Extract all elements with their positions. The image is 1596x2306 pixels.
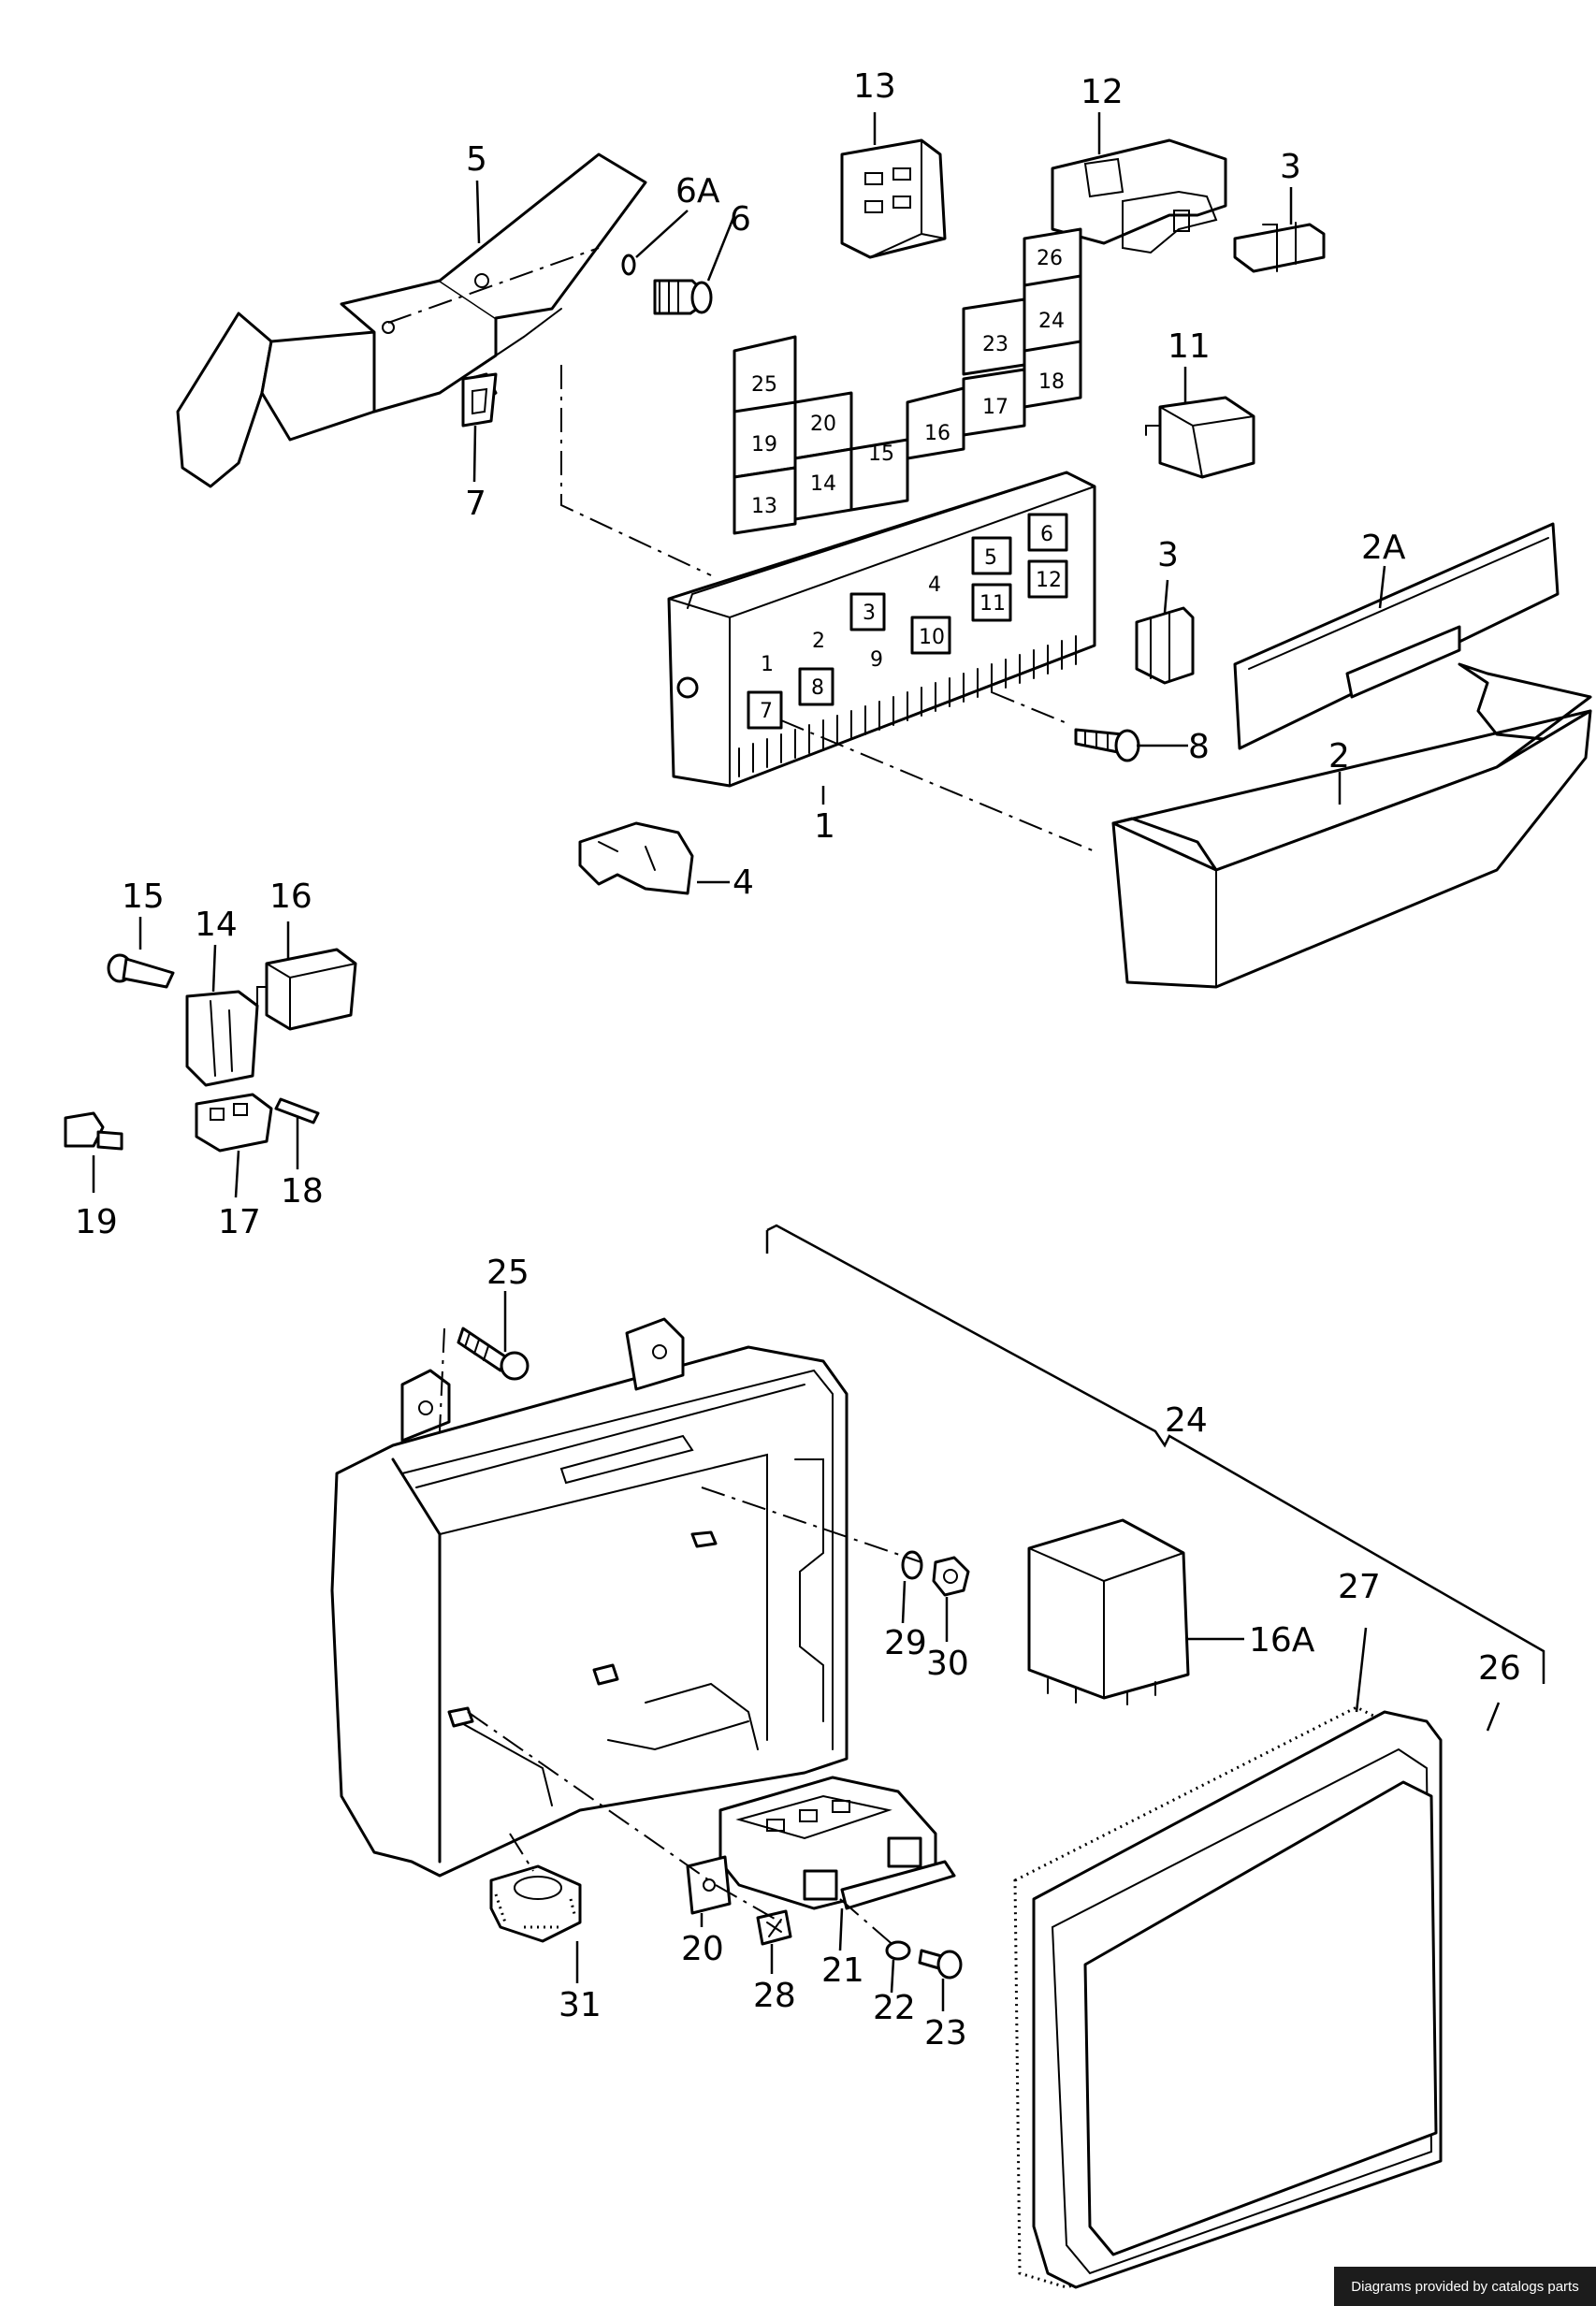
- relay-slot-6: 6: [1040, 523, 1053, 546]
- bracket-20: [686, 1855, 732, 1915]
- bracket-5: [176, 152, 647, 488]
- callout-6A: 6A: [675, 172, 720, 210]
- relay-socket-21: [718, 1776, 956, 1910]
- cover-2: [1111, 662, 1592, 989]
- washer-29: [901, 1550, 923, 1580]
- grid-19: 19: [751, 433, 777, 457]
- callout-30: 30: [926, 1645, 969, 1683]
- relay-slot-5: 5: [984, 546, 997, 570]
- callout-2: 2: [1328, 737, 1350, 776]
- screw-8: [1074, 728, 1140, 762]
- relay-slot-4: 4: [928, 573, 941, 597]
- callout-3-middle: 3: [1157, 536, 1179, 574]
- grommet-31: [489, 1864, 582, 1943]
- callout-13: 13: [853, 67, 896, 106]
- grid-14: 14: [810, 472, 836, 496]
- callout-1: 1: [814, 807, 835, 846]
- relay-slot-12: 12: [1036, 569, 1062, 592]
- housing-box: [330, 1317, 849, 1878]
- callout-21: 21: [821, 1951, 864, 1990]
- relay-16A: [1027, 1518, 1190, 1705]
- relay-13: [840, 138, 947, 259]
- nut-30: [932, 1556, 970, 1597]
- position-grid: 25 19 13 20 14 15 16 17 23 18 24 26: [733, 227, 1082, 535]
- relay-slot-2: 2: [812, 630, 825, 653]
- callout-29: 29: [884, 1624, 927, 1662]
- relay-slot-10: 10: [919, 626, 945, 649]
- clip-4: [578, 821, 694, 895]
- clip-7: [461, 372, 498, 428]
- callout-22: 22: [873, 1989, 916, 2027]
- grid-25: 25: [751, 373, 777, 397]
- callout-5: 5: [466, 140, 487, 179]
- clip-28: [756, 1909, 792, 1946]
- grid-17: 17: [982, 396, 1008, 419]
- grid-20: 20: [810, 413, 836, 436]
- relay-16: [256, 948, 357, 1031]
- group-bracket-24: [765, 1224, 1545, 1684]
- fuse-3-middle: [1135, 606, 1195, 685]
- callout-17: 17: [218, 1203, 261, 1241]
- grid-15: 15: [868, 442, 894, 466]
- callout-14: 14: [195, 906, 238, 944]
- grid-13: 13: [751, 495, 777, 518]
- credit-text: Diagrams provided by catalogs parts: [1351, 2278, 1579, 2295]
- callout-19: 19: [75, 1203, 118, 1241]
- relay-slot-11: 11: [979, 592, 1006, 616]
- callout-20: 20: [681, 1930, 724, 1968]
- grid-23: 23: [982, 333, 1008, 356]
- callout-12: 12: [1081, 73, 1124, 111]
- gasket-27: [1013, 1705, 1410, 2289]
- callout-18: 18: [281, 1172, 324, 1211]
- central-electrics-1: 7 8 3 10 11 12 5 6 1 2 9 4: [667, 471, 1096, 788]
- callout-28: 28: [753, 1977, 796, 2015]
- callout-4: 4: [733, 863, 754, 902]
- callout-3-top: 3: [1280, 148, 1301, 186]
- screw-15: [107, 953, 175, 989]
- callout-31: 31: [559, 1986, 602, 2024]
- relay-slot-1: 1: [761, 653, 774, 676]
- callout-16A: 16A: [1249, 1621, 1315, 1660]
- callout-25: 25: [486, 1254, 530, 1292]
- washer-6A: [621, 254, 636, 276]
- callout-24: 24: [1165, 1401, 1208, 1440]
- relay-slot-3: 3: [863, 602, 876, 625]
- callout-8: 8: [1188, 728, 1210, 766]
- grid-24: 24: [1038, 310, 1065, 333]
- relay-holder-14: [185, 990, 259, 1087]
- credit-banner: Diagrams provided by catalogs parts: [1334, 2267, 1596, 2306]
- alignment-lines: [387, 247, 1095, 1949]
- callout-23: 23: [924, 2014, 967, 2052]
- relay-slot-9: 9: [870, 648, 883, 672]
- washer-22: [885, 1940, 911, 1961]
- cover-26: [1032, 1710, 1443, 2289]
- grid-16: 16: [924, 422, 950, 445]
- bulb-18: [274, 1097, 320, 1124]
- screw-23: [918, 1949, 963, 1980]
- callout-26: 26: [1478, 1649, 1521, 1688]
- bolt-6: [653, 279, 713, 315]
- callout-27: 27: [1338, 1568, 1381, 1606]
- relay-socket-17: [195, 1093, 273, 1153]
- bulb-holder-19: [64, 1111, 123, 1151]
- grid-18: 18: [1038, 370, 1065, 394]
- callout-15: 15: [122, 877, 165, 916]
- fuse-3-top: [1233, 222, 1326, 273]
- relay-11: [1145, 396, 1255, 479]
- relay-slot-8: 8: [811, 676, 824, 700]
- callout-6: 6: [730, 200, 751, 239]
- callout-11: 11: [1168, 327, 1211, 366]
- callouts: 5 6A 6 7 13 12 3 11 3 2A 8 2 1 4 15 14 1…: [75, 67, 1521, 2052]
- relay-slot-7: 7: [760, 700, 773, 723]
- leader-lines: [92, 112, 1501, 2011]
- screw-25: [457, 1327, 530, 1381]
- cover-2A: [1233, 522, 1560, 750]
- grid-26: 26: [1037, 247, 1063, 270]
- callout-16: 16: [269, 877, 312, 916]
- callout-7: 7: [465, 485, 486, 523]
- callout-2A: 2A: [1361, 529, 1406, 567]
